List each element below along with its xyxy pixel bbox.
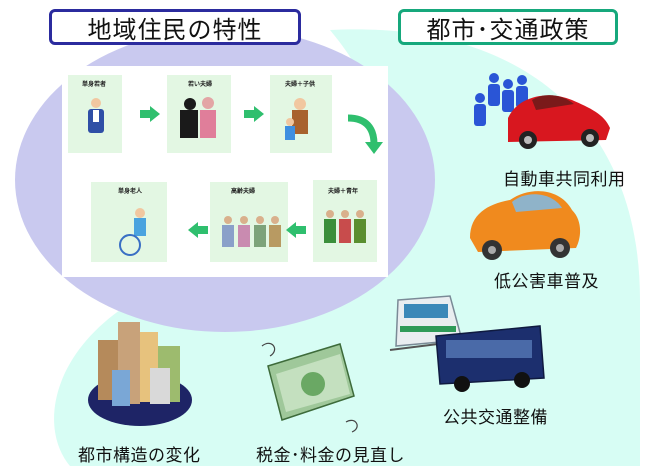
label-carsharing: 自動車共同利用 <box>503 170 626 190</box>
label-urban-structure-change: 都市構造の変化 <box>78 446 201 466</box>
arrow-left-1 <box>286 222 306 238</box>
low-emission-car-illustration <box>470 191 581 260</box>
label-public-transit: 公共交通整備 <box>443 408 548 428</box>
taxes-illustration <box>261 342 358 433</box>
card-caption-elderly-single: 単身老人 <box>118 188 143 195</box>
lifecycle-card-elderly-single <box>91 182 167 262</box>
carsharing-illustration <box>474 73 610 149</box>
lifecycle-card-single-young <box>68 75 122 153</box>
card-caption-couple-child: 夫婦＋子供 <box>285 81 316 88</box>
label-tax-fee-review: 税金･料金の見直し <box>256 446 405 466</box>
card-caption-single-young: 単身若者 <box>82 81 107 88</box>
public-transit-illustration <box>389 295 545 392</box>
lifecycle-card-elderly-couple <box>210 182 288 262</box>
arrow-right-1 <box>140 106 160 122</box>
lifecycle-card-couple-youth <box>313 180 377 262</box>
label-low-emission-vehicles: 低公害車普及 <box>494 272 599 292</box>
arrow-left-2 <box>188 222 208 238</box>
arrow-curve-down <box>347 114 383 154</box>
card-caption-couple-youth: 夫婦＋青年 <box>328 188 359 195</box>
urban-transport-policy-title: 都市･交通政策 <box>398 9 618 45</box>
arrow-right-2 <box>244 106 264 122</box>
residents-characteristics-title: 地域住民の特性 <box>49 9 301 45</box>
lifecycle-card-young-couple <box>167 75 231 153</box>
card-caption-young-couple: 若い夫婦 <box>188 81 213 88</box>
urban-structure-illustration <box>88 322 192 426</box>
card-caption-elderly-couple: 高齢夫婦 <box>231 188 256 195</box>
lifecycle-card-couple-child <box>270 75 332 153</box>
